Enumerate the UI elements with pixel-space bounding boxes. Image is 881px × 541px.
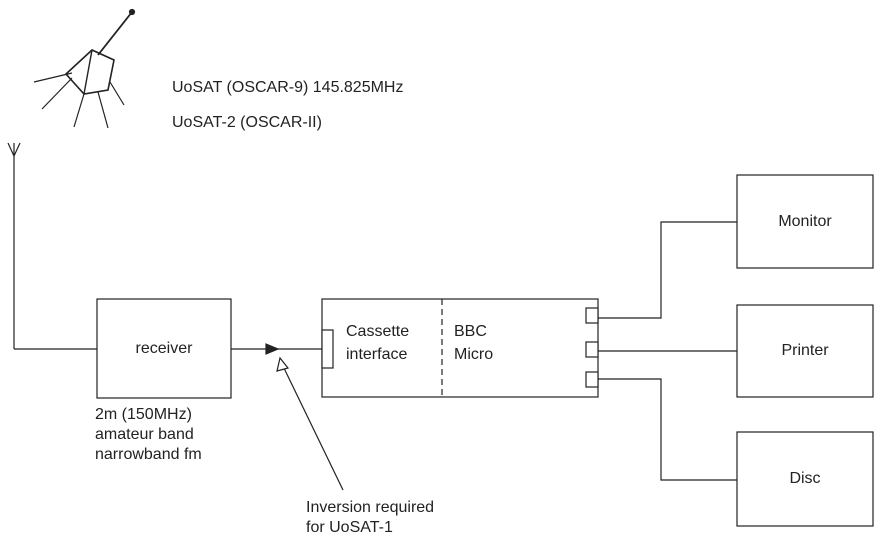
- receiver-band-line-3: narrowband fm: [95, 446, 202, 463]
- cassette-label-line-2: interface: [346, 346, 408, 363]
- printer-box: [736, 304, 874, 398]
- cassette-port: [321, 329, 334, 369]
- satellite-icon: [33, 8, 136, 129]
- inversion-note-line-2: for UoSAT-1: [306, 519, 393, 536]
- monitor-label: Monitor: [778, 212, 832, 230]
- bbc-label-line-1: BBC: [454, 323, 487, 340]
- receiver-band-line-2: amateur band: [95, 426, 194, 443]
- inversion-pointer-line: [281, 363, 344, 491]
- antenna-icon: [7, 142, 21, 349]
- printer-port: [585, 341, 599, 358]
- receiver-band-line-1: 2m (150MHz): [95, 406, 192, 423]
- satellite-label-1: UoSAT (OSCAR-9) 145.825MHz: [172, 79, 404, 96]
- inversion-note-line-1: Inversion required: [306, 499, 435, 516]
- signal-arrow-icon: [265, 343, 280, 355]
- disc-box: [736, 431, 874, 527]
- inversion-arrowhead-icon: [276, 356, 290, 372]
- receiver-label: receiver: [135, 339, 193, 357]
- monitor-cable: [598, 221, 737, 319]
- disc-cable: [598, 378, 737, 481]
- satellite-label-2: UoSAT-2 (OSCAR-II): [172, 114, 322, 131]
- disc-port: [585, 371, 599, 388]
- printer-label: Printer: [781, 342, 829, 359]
- monitor-box: [736, 174, 874, 269]
- bbc-label-line-2: Micro: [454, 346, 494, 363]
- disc-label: Disc: [789, 470, 821, 487]
- cassette-label-line-1: Cassette: [346, 323, 410, 340]
- monitor-port: [585, 307, 599, 324]
